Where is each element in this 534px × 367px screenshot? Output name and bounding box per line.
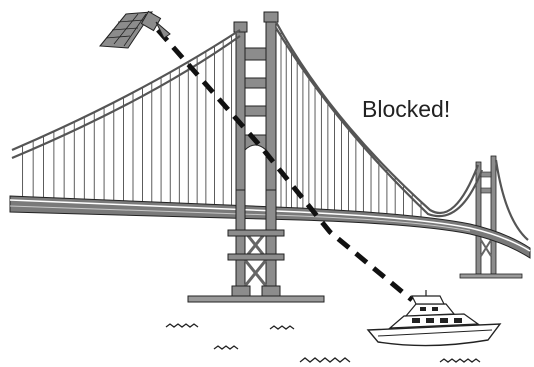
right-tower [459, 155, 523, 279]
left-tower [187, 11, 325, 303]
signal-path-line [156, 28, 414, 302]
blocked-caption: Blocked! [362, 96, 451, 122]
left-tower-front [235, 189, 277, 231]
boat-icon [366, 290, 502, 347]
satellite-icon [99, 10, 171, 49]
water-waves-icon [165, 323, 481, 363]
main-cables [11, 21, 529, 241]
bridge-deck [9, 195, 531, 259]
suspender-cables [22, 30, 422, 218]
